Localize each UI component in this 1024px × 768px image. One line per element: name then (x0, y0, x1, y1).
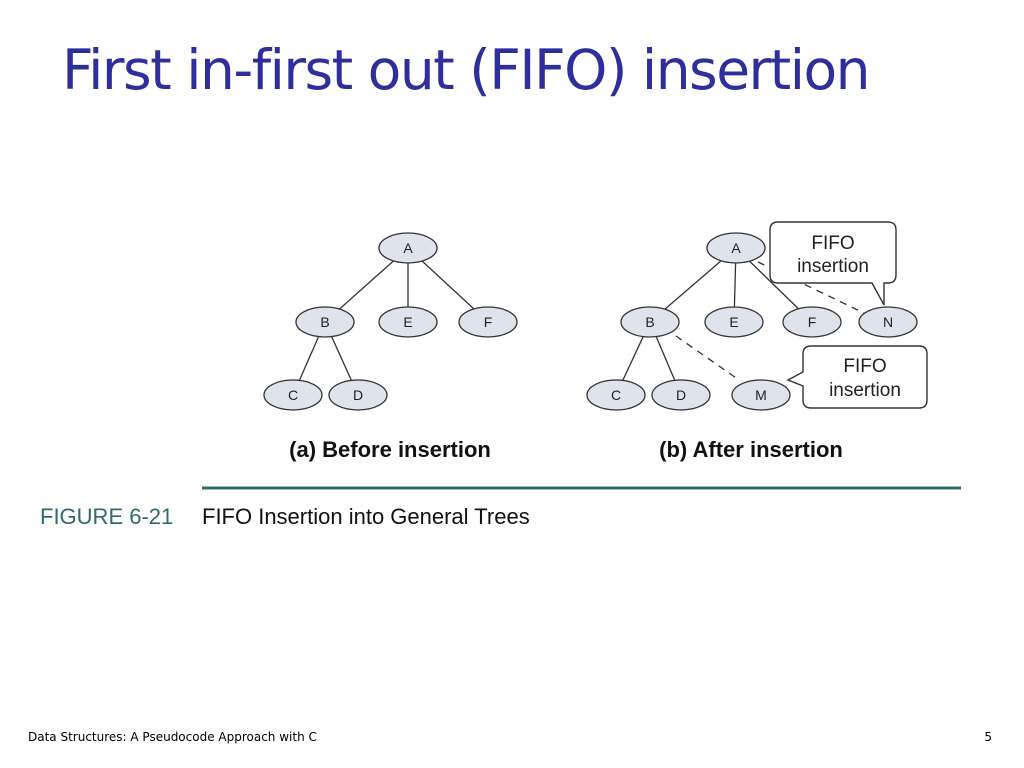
slide-title: First in-first out (FIFO) insertion (62, 38, 871, 102)
callout-line2: insertion (829, 380, 901, 401)
node-e: E (378, 306, 438, 338)
node-d: D (328, 379, 388, 411)
callout-fifo-insertion-top: FIFO insertion (769, 221, 897, 306)
figure-caption: FIFO Insertion into General Trees (202, 504, 530, 529)
node-m: M (731, 379, 791, 411)
page-number: 5 (984, 730, 992, 744)
node-label: N (883, 314, 893, 330)
panel-before-insertion: A B E F C D (a) Before insertion (263, 232, 518, 462)
node-a: A (378, 232, 438, 264)
node-label: C (288, 387, 298, 403)
node-n: N (858, 306, 918, 338)
node-label: B (320, 314, 329, 330)
node-label: F (484, 314, 493, 330)
node-label: D (676, 387, 686, 403)
callout-line1: FIFO (843, 356, 886, 377)
node-label: A (731, 240, 741, 256)
node-label: F (808, 314, 817, 330)
node-label: E (403, 314, 412, 330)
node-c: C (586, 379, 646, 411)
node-d: D (651, 379, 711, 411)
node-a: A (706, 232, 766, 264)
callout-line1: FIFO (811, 233, 854, 254)
footer-text: Data Structures: A Pseudocode Approach w… (28, 730, 317, 744)
node-f: F (782, 306, 842, 338)
callout-line2: insertion (797, 256, 869, 277)
node-b: B (620, 306, 680, 338)
panel-a-caption: (a) Before insertion (289, 437, 491, 462)
node-c: C (263, 379, 323, 411)
node-label: D (353, 387, 363, 403)
figure-number: FIGURE 6-21 (40, 504, 173, 529)
node-e: E (704, 306, 764, 338)
panel-after-insertion: A B E F N C D M (586, 221, 928, 462)
node-b: B (295, 306, 355, 338)
node-label: C (611, 387, 621, 403)
node-label: B (645, 314, 654, 330)
dashed-link-b-to-m (675, 335, 740, 381)
node-label: A (403, 240, 413, 256)
callout-fifo-insertion-bottom: FIFO insertion (786, 345, 928, 409)
node-f: F (458, 306, 518, 338)
panel-b-caption: (b) After insertion (659, 437, 843, 462)
node-label: M (755, 387, 767, 403)
node-label: E (729, 314, 738, 330)
